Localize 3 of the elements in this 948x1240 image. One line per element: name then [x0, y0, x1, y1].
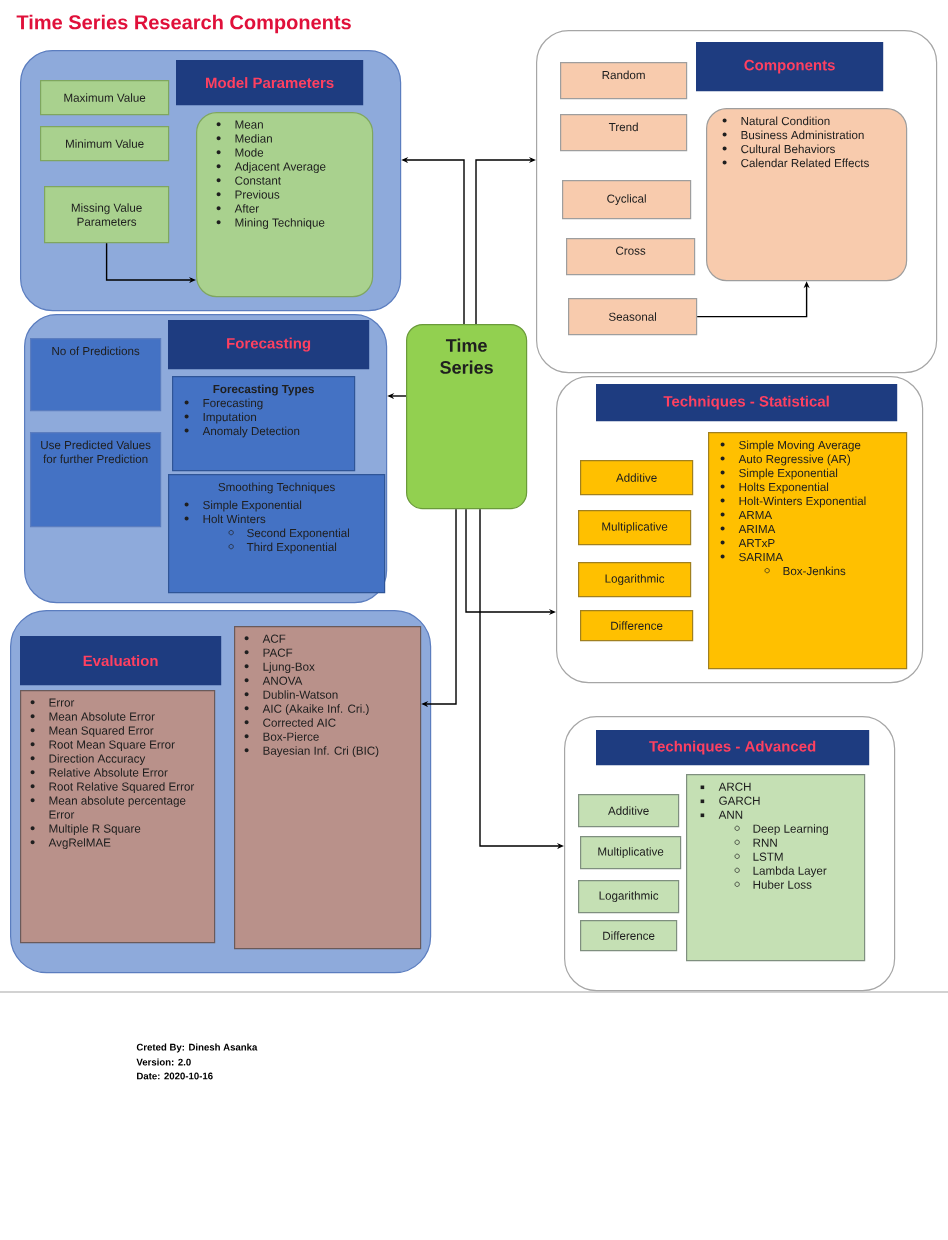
center-box: Time Series — [406, 324, 528, 510]
connector-arrow — [475, 156, 536, 325]
title: Time Series Research Components — [16, 14, 351, 34]
